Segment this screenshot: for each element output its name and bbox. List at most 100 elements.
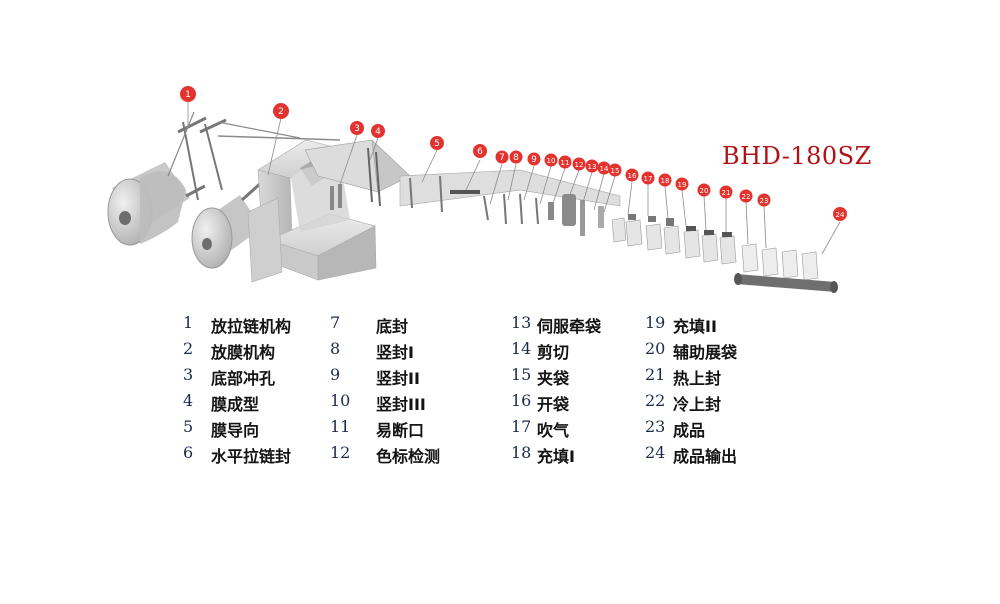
legend-number: 4 xyxy=(183,391,194,410)
legend-item: 15 夹袋 xyxy=(511,365,569,389)
callout-dot xyxy=(558,155,572,169)
legend-number: 7 xyxy=(330,313,341,332)
film-unwind-roll xyxy=(191,118,341,269)
callout-number: 10 xyxy=(547,157,556,165)
callout-marker-3: 3 xyxy=(350,121,364,135)
callout-number: 5 xyxy=(434,139,440,149)
callout-dot xyxy=(473,144,487,158)
callout-dot xyxy=(544,153,558,167)
legend-item: 1 放拉链机构 xyxy=(183,313,291,337)
callout-marker-20: 20 xyxy=(697,183,711,197)
callout-number: 8 xyxy=(513,153,519,163)
callout-number: 11 xyxy=(561,159,570,167)
callout-number: 22 xyxy=(742,193,751,201)
callout-dot xyxy=(527,152,541,166)
legend-number: 17 xyxy=(511,417,532,436)
callout-number: 23 xyxy=(760,197,769,205)
legend-number: 11 xyxy=(330,417,351,436)
legend-label: 开袋 xyxy=(537,395,570,414)
callout-number: 9 xyxy=(531,155,537,165)
legend-label: 放拉链机构 xyxy=(211,317,292,336)
legend-label: 放膜机构 xyxy=(211,343,276,362)
legend-label: 竖封III xyxy=(376,395,426,414)
callout-dot xyxy=(719,185,733,199)
callout-marker-14: 14 xyxy=(597,161,611,175)
callout-number: 1 xyxy=(185,90,191,100)
callout-dot xyxy=(625,168,639,182)
legend-label: 夹袋 xyxy=(537,369,570,388)
legend-number: 13 xyxy=(511,313,532,332)
callout-number: 2 xyxy=(278,107,284,117)
legend-number: 2 xyxy=(183,339,194,358)
legend-item: 10 竖封III xyxy=(330,391,426,415)
callout-marker-18: 18 xyxy=(658,173,672,187)
legend-number: 1 xyxy=(183,313,194,332)
callout-dot xyxy=(697,183,711,197)
pouch-line xyxy=(611,214,737,265)
legend-label: 底封 xyxy=(376,317,409,336)
legend-item: 13 伺服牵袋 xyxy=(511,313,601,337)
callout-number: 18 xyxy=(661,177,670,185)
callout-number: 21 xyxy=(722,189,731,197)
legend-label: 冷上封 xyxy=(673,395,722,414)
legend-number: 22 xyxy=(645,391,666,410)
callout-marker-16: 16 xyxy=(625,168,639,182)
callout-dot xyxy=(833,207,847,221)
legend-number: 12 xyxy=(330,443,351,462)
callout-marker-2: 2 xyxy=(273,103,289,119)
legend-item: 2 放膜机构 xyxy=(183,339,275,363)
callout-marker-4: 4 xyxy=(371,124,385,138)
callout-number: 24 xyxy=(836,211,845,219)
legend-item: 21 热上封 xyxy=(645,365,721,389)
legend-label: 热上封 xyxy=(673,369,722,388)
legend-label: 成品 xyxy=(673,421,706,440)
callout-marker-19: 19 xyxy=(675,177,689,191)
callout-marker-8: 8 xyxy=(509,150,523,164)
legend-label: 竖封I xyxy=(376,343,414,362)
legend-number: 10 xyxy=(330,391,351,410)
legend-label: 辅助展袋 xyxy=(673,343,738,362)
legend-label: 吹气 xyxy=(537,421,570,440)
legend-label: 膜导向 xyxy=(211,421,260,440)
legend-number: 9 xyxy=(330,365,341,384)
legend-number: 6 xyxy=(183,443,194,462)
legend-item: 11 易断口 xyxy=(330,417,424,441)
legend-item: 22 冷上封 xyxy=(645,391,721,415)
legend-label: 易断口 xyxy=(376,421,425,440)
callout-dot xyxy=(350,121,364,135)
callout-marker-23: 23 xyxy=(757,193,771,207)
zipper-unwind-roll xyxy=(107,111,207,246)
callout-number: 12 xyxy=(575,161,584,169)
callout-marker-6: 6 xyxy=(473,144,487,158)
callout-number: 16 xyxy=(628,172,637,180)
legend-item: 12 色标检测 xyxy=(330,443,440,467)
callout-dot xyxy=(658,173,672,187)
callout-marker-5: 5 xyxy=(430,136,444,150)
legend-label: 成品输出 xyxy=(673,447,738,466)
legend-item: 7 底封 xyxy=(330,313,408,337)
legend-number: 15 xyxy=(511,365,532,384)
callout-dot xyxy=(572,157,586,171)
callout-dot xyxy=(371,124,385,138)
callout-dot xyxy=(608,163,622,177)
callout-marker-21: 21 xyxy=(719,185,733,199)
callout-number: 7 xyxy=(499,153,505,163)
legend-number: 21 xyxy=(645,365,666,384)
callout-dot xyxy=(430,136,444,150)
legend-label: 色标检测 xyxy=(376,447,441,466)
callout-number: 4 xyxy=(375,127,381,137)
callout-marker-13: 13 xyxy=(585,159,599,173)
callout-dot xyxy=(739,189,753,203)
legend-label: 伺服牵袋 xyxy=(537,317,602,336)
legend-number: 3 xyxy=(183,365,194,384)
